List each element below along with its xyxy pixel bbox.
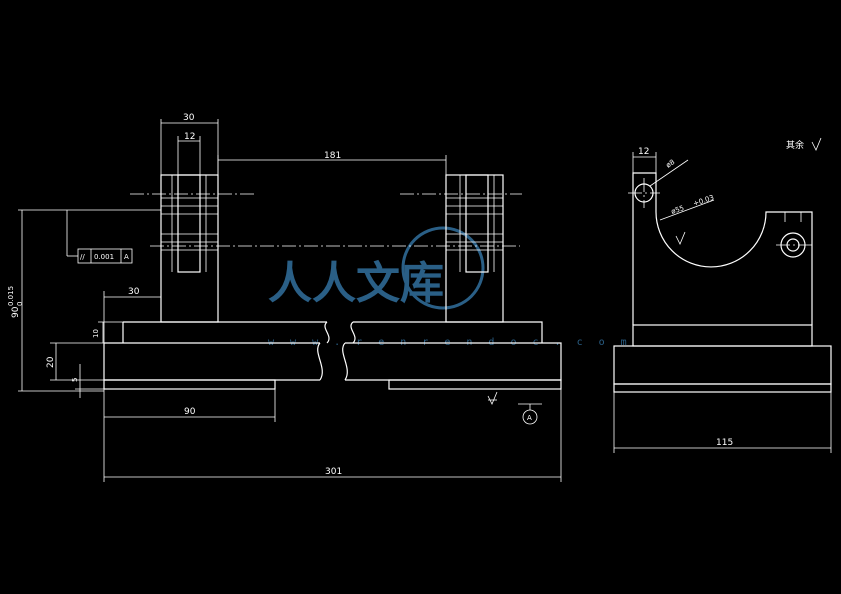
tolerance-datum: A <box>124 253 129 261</box>
dim-height-label: 90 <box>11 306 21 318</box>
dim-height: 90 0.015 0 <box>7 209 161 392</box>
tolerance-frame: // 0.001 A <box>66 210 133 264</box>
dim-offset-left-label: 30 <box>128 287 140 297</box>
upright-left <box>160 174 219 323</box>
tolerance-value: 0.001 <box>94 253 114 261</box>
break-line-left <box>317 342 323 381</box>
foot-right <box>388 379 562 390</box>
upright-right-body <box>445 174 504 323</box>
upright-right <box>445 174 504 323</box>
dim-step: 10 <box>92 321 123 343</box>
dim-top-width-label: 30 <box>183 113 195 123</box>
dim-span-label: 181 <box>324 151 341 161</box>
side-view: 12 ø8 ø55 +0.03 其余 115 <box>613 137 832 453</box>
dim-side-d8-label: ø8 <box>665 158 677 170</box>
side-base <box>613 345 832 385</box>
watermark-brand: 人人文库 <box>268 258 444 309</box>
datum-a: A <box>518 403 542 425</box>
side-note: 其余 <box>786 137 822 151</box>
foot-left <box>103 379 276 390</box>
dim-top-inner-label: 12 <box>184 132 195 142</box>
upright-left-slot <box>177 174 201 273</box>
tolerance-symbol: // <box>80 253 85 261</box>
dim-span: 181 <box>217 151 447 175</box>
surface-finish-mark <box>487 391 498 405</box>
dim-total: 301 <box>103 389 562 482</box>
watermark-logo-ring <box>401 226 485 310</box>
side-note-label: 其余 <box>786 139 804 151</box>
dim-base-5-label: 5 <box>71 378 79 382</box>
dim-side-12: 12 <box>632 147 657 173</box>
dim-side-12-label: 12 <box>638 147 649 157</box>
dim-step-label: 10 <box>92 329 100 338</box>
dim-side-d8: ø8 <box>649 158 689 187</box>
top-plate <box>122 321 543 343</box>
break-line-left-top <box>324 321 330 344</box>
dim-side-r55-label: ø55 <box>670 204 685 216</box>
upright-right-slot <box>465 174 489 273</box>
dim-total-label: 301 <box>325 467 342 477</box>
base-plate <box>103 342 562 381</box>
break-line-right-top <box>350 321 356 344</box>
dim-side-r55-tol: +0.03 <box>692 194 715 208</box>
side-step <box>632 324 813 347</box>
dim-left-90-label: 90 <box>184 407 196 417</box>
side-finish-mark <box>675 231 686 245</box>
side-foot <box>613 383 832 393</box>
dim-base: 20 5 <box>46 342 104 398</box>
side-upright <box>632 172 813 325</box>
dim-top-width: 30 <box>160 113 219 175</box>
dim-base-label: 20 <box>46 356 56 368</box>
dim-offset-left: 30 <box>103 287 161 343</box>
dim-side-total: 115 <box>613 392 832 453</box>
dim-height-sup: 0.015 <box>7 286 15 306</box>
front-view: 30 12 181 90 0.015 0 <box>7 113 562 482</box>
dim-left-90: 90 <box>103 389 276 422</box>
break-line-right <box>342 342 348 381</box>
dim-height-sub: 0 <box>16 302 24 306</box>
datum-a-label: A <box>527 414 532 422</box>
dim-top-inner: 12 <box>177 132 201 175</box>
dim-side-r55: ø55 +0.03 <box>659 194 715 221</box>
dim-side-total-label: 115 <box>716 438 733 448</box>
upright-left-body <box>160 174 219 323</box>
